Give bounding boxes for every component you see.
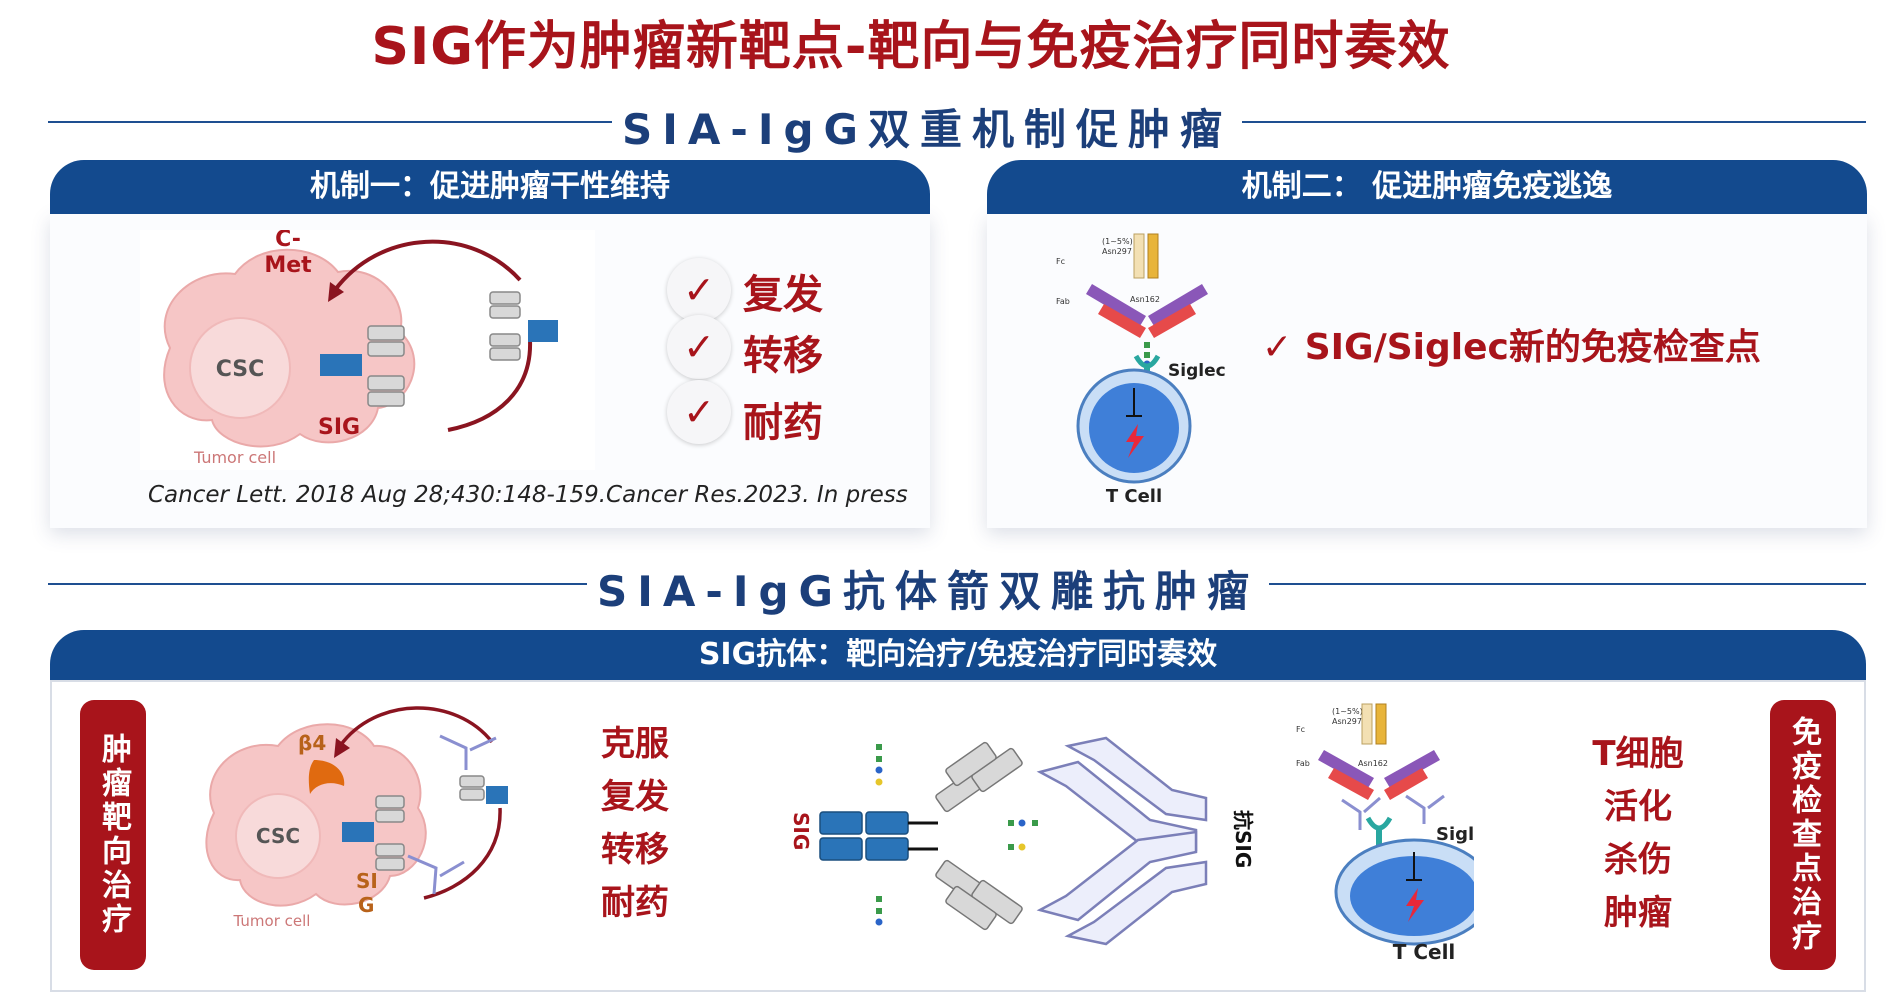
cycle-arrow-upper: [338, 706, 494, 748]
glycan-chains: [875, 744, 1038, 926]
lightning-icon: [1406, 888, 1424, 922]
lightning-icon: [1126, 424, 1144, 458]
sig-label-1: SI: [356, 869, 378, 893]
percent-label: (1~5%): [1332, 707, 1363, 716]
outcome-item: 转移: [601, 830, 669, 870]
receptor: [342, 822, 374, 842]
siglec-tcell-diagram: Fc Fab (1~5%) Asn297 Asn162 Siglec T Cel…: [1056, 233, 1226, 507]
outcome-item: 耐药: [601, 883, 669, 923]
fc-label: Fc: [1296, 725, 1305, 734]
cycle-arrow-lower: [423, 807, 502, 900]
sig-fc-domain: [819, 811, 909, 861]
sig-fab-arms: [935, 741, 1023, 931]
fc-label: Fc: [1056, 257, 1065, 266]
anti-sig-antibody: [1036, 736, 1208, 946]
csc-nucleus: [235, 793, 321, 879]
fc-chain-right: [1375, 703, 1387, 745]
anti-sig-antibody: [1341, 794, 1445, 830]
outcome-item: 克服: [601, 724, 669, 764]
fab-arm-left: [1086, 284, 1146, 326]
sig-label-2: G: [358, 893, 374, 917]
fab-arm-left-2: [1328, 768, 1374, 800]
free-antibody: [459, 775, 485, 801]
t-cell-label: T Cell: [1106, 486, 1162, 507]
cmet-label-1: C-: [275, 230, 301, 252]
asn297-label: Asn297: [1332, 717, 1362, 726]
siglec-label: Siglec: [1168, 361, 1226, 381]
cycle-arrowhead: [328, 282, 344, 302]
fab-label: Fab: [1056, 297, 1070, 306]
sig-antibody-diagram: SIG 抗SIG: [789, 736, 1255, 946]
receptor: [320, 354, 362, 376]
t-cell-inner: [1350, 856, 1474, 936]
fc-chain-left: [1361, 703, 1373, 745]
asn162-label: Asn162: [1358, 759, 1388, 768]
percent-label: (1~5%): [1102, 237, 1133, 246]
free-antibody-fc: [528, 320, 558, 342]
bound-antibody: [375, 795, 405, 871]
outcome-item: T细胞: [1592, 734, 1684, 774]
check-icon: ✓: [667, 315, 731, 379]
outcome-item: 肿瘤: [1604, 893, 1672, 933]
beta4-receptor: [308, 760, 345, 794]
siglec-checkpoint-statement: ✓ SIG/Siglec新的免疫检查点: [1262, 327, 1761, 368]
fab-arm-left-2: [1098, 304, 1146, 338]
asn297-label: Asn297: [1102, 247, 1132, 256]
cycle-arrow-lower: [447, 339, 533, 432]
t-cell-label: T Cell: [1392, 940, 1456, 964]
cmet-label-2: Met: [264, 253, 312, 278]
mechanism1-bar: 机制一：促进肿瘤干性维持: [50, 160, 930, 214]
fab-arm-right: [1384, 750, 1440, 788]
anti-sig-label: 抗SIG: [1231, 810, 1255, 868]
page-title: SIG作为肿瘤新靶点-靶向与免疫治疗同时奏效: [371, 17, 1451, 77]
fab-arm-right-2: [1148, 304, 1196, 338]
siglec-label: Siglec: [1436, 824, 1474, 845]
mechanism2-bar: 机制二： 促进肿瘤免疫逃逸: [987, 160, 1867, 214]
beta4-label: β4: [298, 731, 326, 755]
checkpoint-therapy-label: 免疫检查点治疗: [1770, 700, 1836, 970]
targeted-outcomes: 克服 复发 转移 耐药: [584, 718, 686, 930]
tumor-cell-label: Tumor cell: [193, 448, 276, 467]
siglec-stem: [1376, 830, 1382, 846]
cycle-arrow-upper: [333, 239, 522, 292]
stemness-diagram: CSC Tumor cell C- Met SIG: [140, 230, 595, 470]
citation: Cancer Lett. 2018 Aug 28;430:148-159.Can…: [148, 482, 908, 508]
siglec-receptor: [1365, 816, 1393, 831]
fab-label: Fab: [1296, 759, 1310, 768]
checkpoint-outcomes: T细胞 活化 杀伤 肿瘤: [1578, 728, 1698, 940]
fc-chain-left: [1133, 233, 1145, 279]
csc-label: CSC: [256, 824, 300, 848]
t-cell-inner: [1089, 383, 1179, 473]
checkpoint-tcell-diagram: Fc Fab (1~5%) Asn297 Asn162 Siglec: [1296, 703, 1474, 946]
check-icon: ✓: [667, 258, 731, 322]
csc-nucleus: [189, 317, 291, 419]
free-antibody: [489, 291, 521, 361]
cycle-arrowhead: [334, 738, 350, 758]
asn162-label: Asn162: [1130, 295, 1160, 304]
mech1-item-metastasis: 转移: [743, 333, 823, 379]
csc-label: CSC: [216, 357, 265, 382]
mech1-item-recurrence: 复发: [743, 272, 823, 318]
section1-heading: SIA-IgG双重机制促肿瘤: [612, 96, 1242, 157]
fab-arm-left: [1318, 750, 1374, 788]
mech1-item-resistance: 耐药: [743, 400, 823, 446]
fab-arm-right: [1148, 284, 1208, 326]
fc-chain-right: [1147, 233, 1159, 279]
targeted-therapy-label: 肿瘤靶向治疗: [80, 700, 146, 970]
outcome-item: 复发: [601, 777, 669, 817]
outcome-item: 活化: [1604, 787, 1672, 827]
targeted-diagram: CSC Tumor cell β4 SI G: [205, 706, 508, 930]
free-antibody-fc: [486, 786, 508, 804]
outcome-item: 杀伤: [1604, 840, 1672, 880]
siglec-receptor: [1133, 354, 1161, 369]
tumor-cell-label: Tumor cell: [233, 912, 311, 930]
sig-label: SIG: [318, 415, 360, 440]
section2-bar: SIG抗体：靶向治疗/免疫治疗同时奏效: [50, 630, 1866, 680]
check-icon: ✓: [667, 380, 731, 444]
section2-heading: SIA-IgG抗体箭双雕抗肿瘤: [587, 558, 1269, 619]
anti-sig-antibody: [407, 734, 497, 895]
fab-arm-right-2: [1384, 768, 1428, 800]
bound-antibody: [367, 325, 405, 407]
sig-vertical-label: SIG: [789, 812, 813, 850]
